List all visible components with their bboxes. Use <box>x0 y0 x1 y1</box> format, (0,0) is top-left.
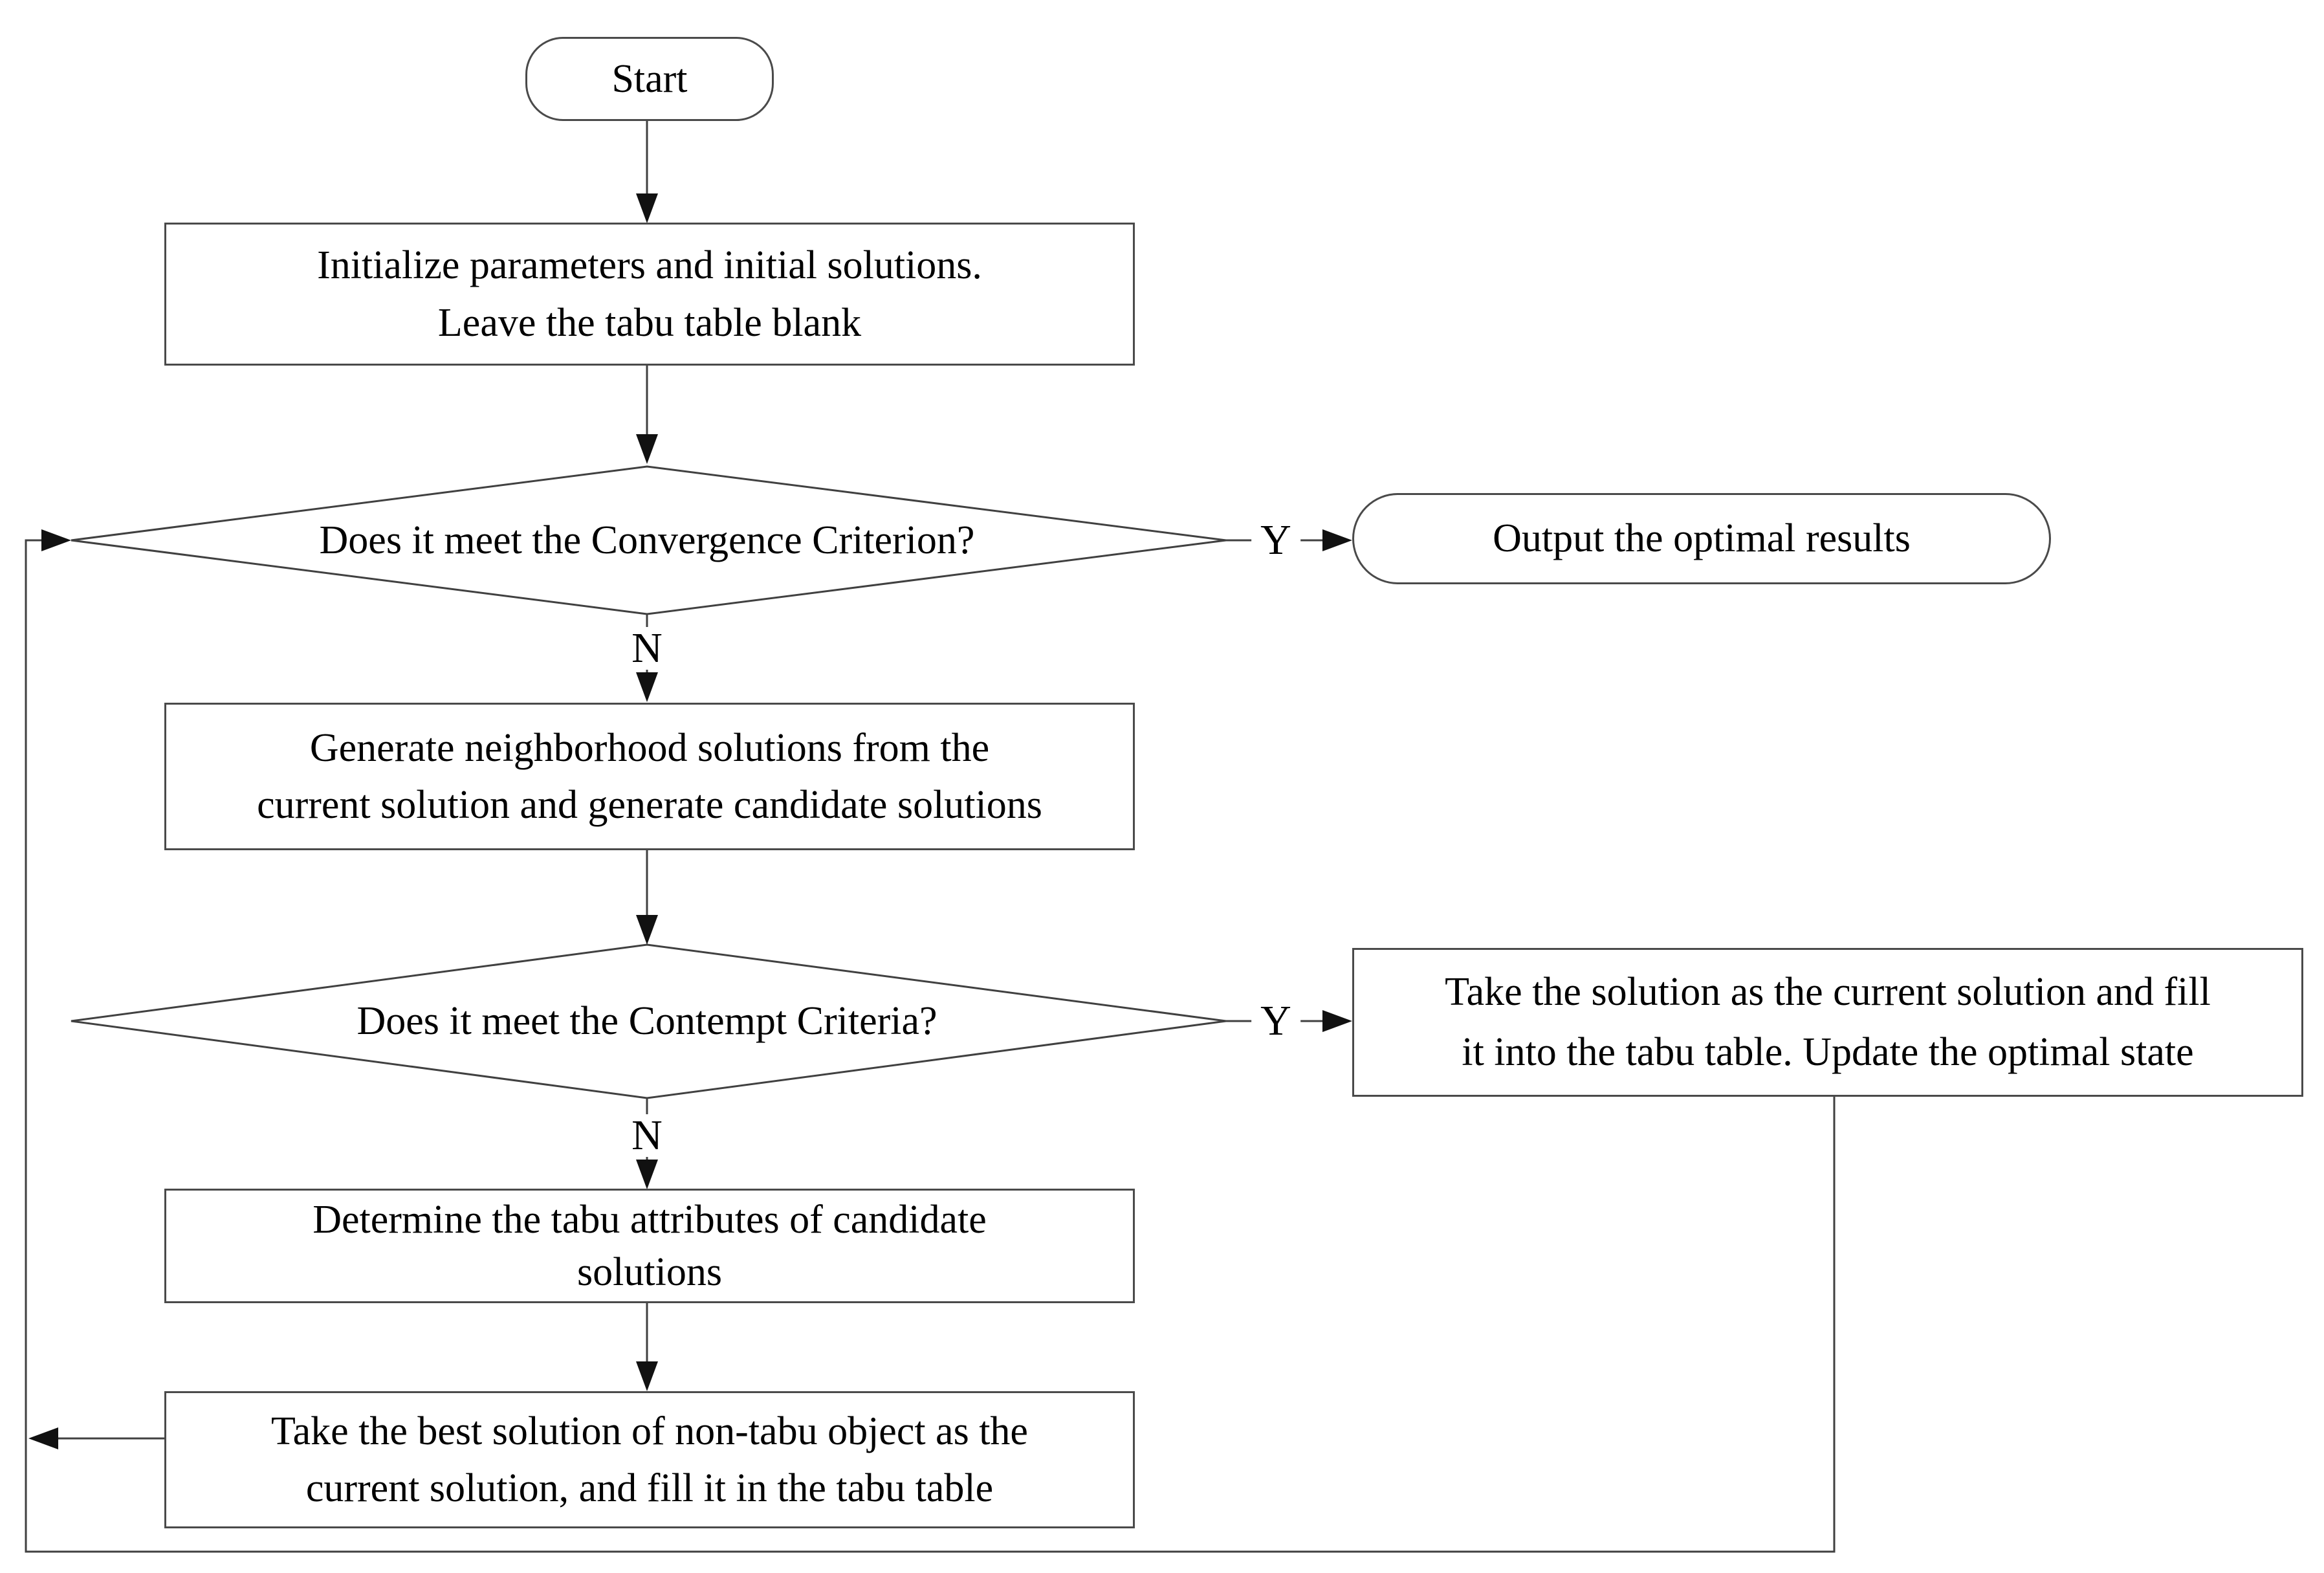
arrowhead-into-initialize <box>636 193 658 223</box>
contempt-criteria-decision: Does it meet the Contempt Criteria? <box>356 999 937 1043</box>
take-solution-update-optimal-box: Take the solution as the current solutio… <box>1352 948 2303 1097</box>
initialize-parameters-box: Initialize parameters and initial soluti… <box>164 223 1135 366</box>
convergence-yes-label: Y <box>1251 519 1300 562</box>
arrowhead-into-determine <box>636 1160 658 1189</box>
arrowhead-into-convergence <box>636 434 658 464</box>
output-optimal-results-node: Output the optimal results <box>1352 493 2051 584</box>
generate-neighborhood-solutions-box: Generate neighborhood solutions from the… <box>164 703 1135 850</box>
contempt-yes-label: Y <box>1251 1000 1300 1042</box>
take-best-solution-box: Take the best solution of non-tabu objec… <box>164 1391 1135 1528</box>
arrowhead-loop-into-convergence <box>41 529 71 551</box>
edge-loop-return <box>25 539 1836 1553</box>
start-node: Start <box>525 37 774 121</box>
arrowhead-into-takebest <box>636 1361 658 1391</box>
determine-tabu-attributes-box: Determine the tabu attributes of candida… <box>164 1189 1135 1303</box>
arrowhead-into-takesolution <box>1322 1010 1352 1032</box>
convergence-criterion-decision: Does it meet the Convergence Criterion? <box>319 518 975 562</box>
arrowhead-into-output <box>1322 529 1352 551</box>
arrowhead-into-contempt <box>636 915 658 945</box>
arrowhead-takebest-into-loop <box>28 1427 58 1449</box>
convergence-no-label: N <box>622 627 672 670</box>
arrowhead-into-generate <box>636 672 658 702</box>
contempt-no-label: N <box>622 1114 672 1157</box>
